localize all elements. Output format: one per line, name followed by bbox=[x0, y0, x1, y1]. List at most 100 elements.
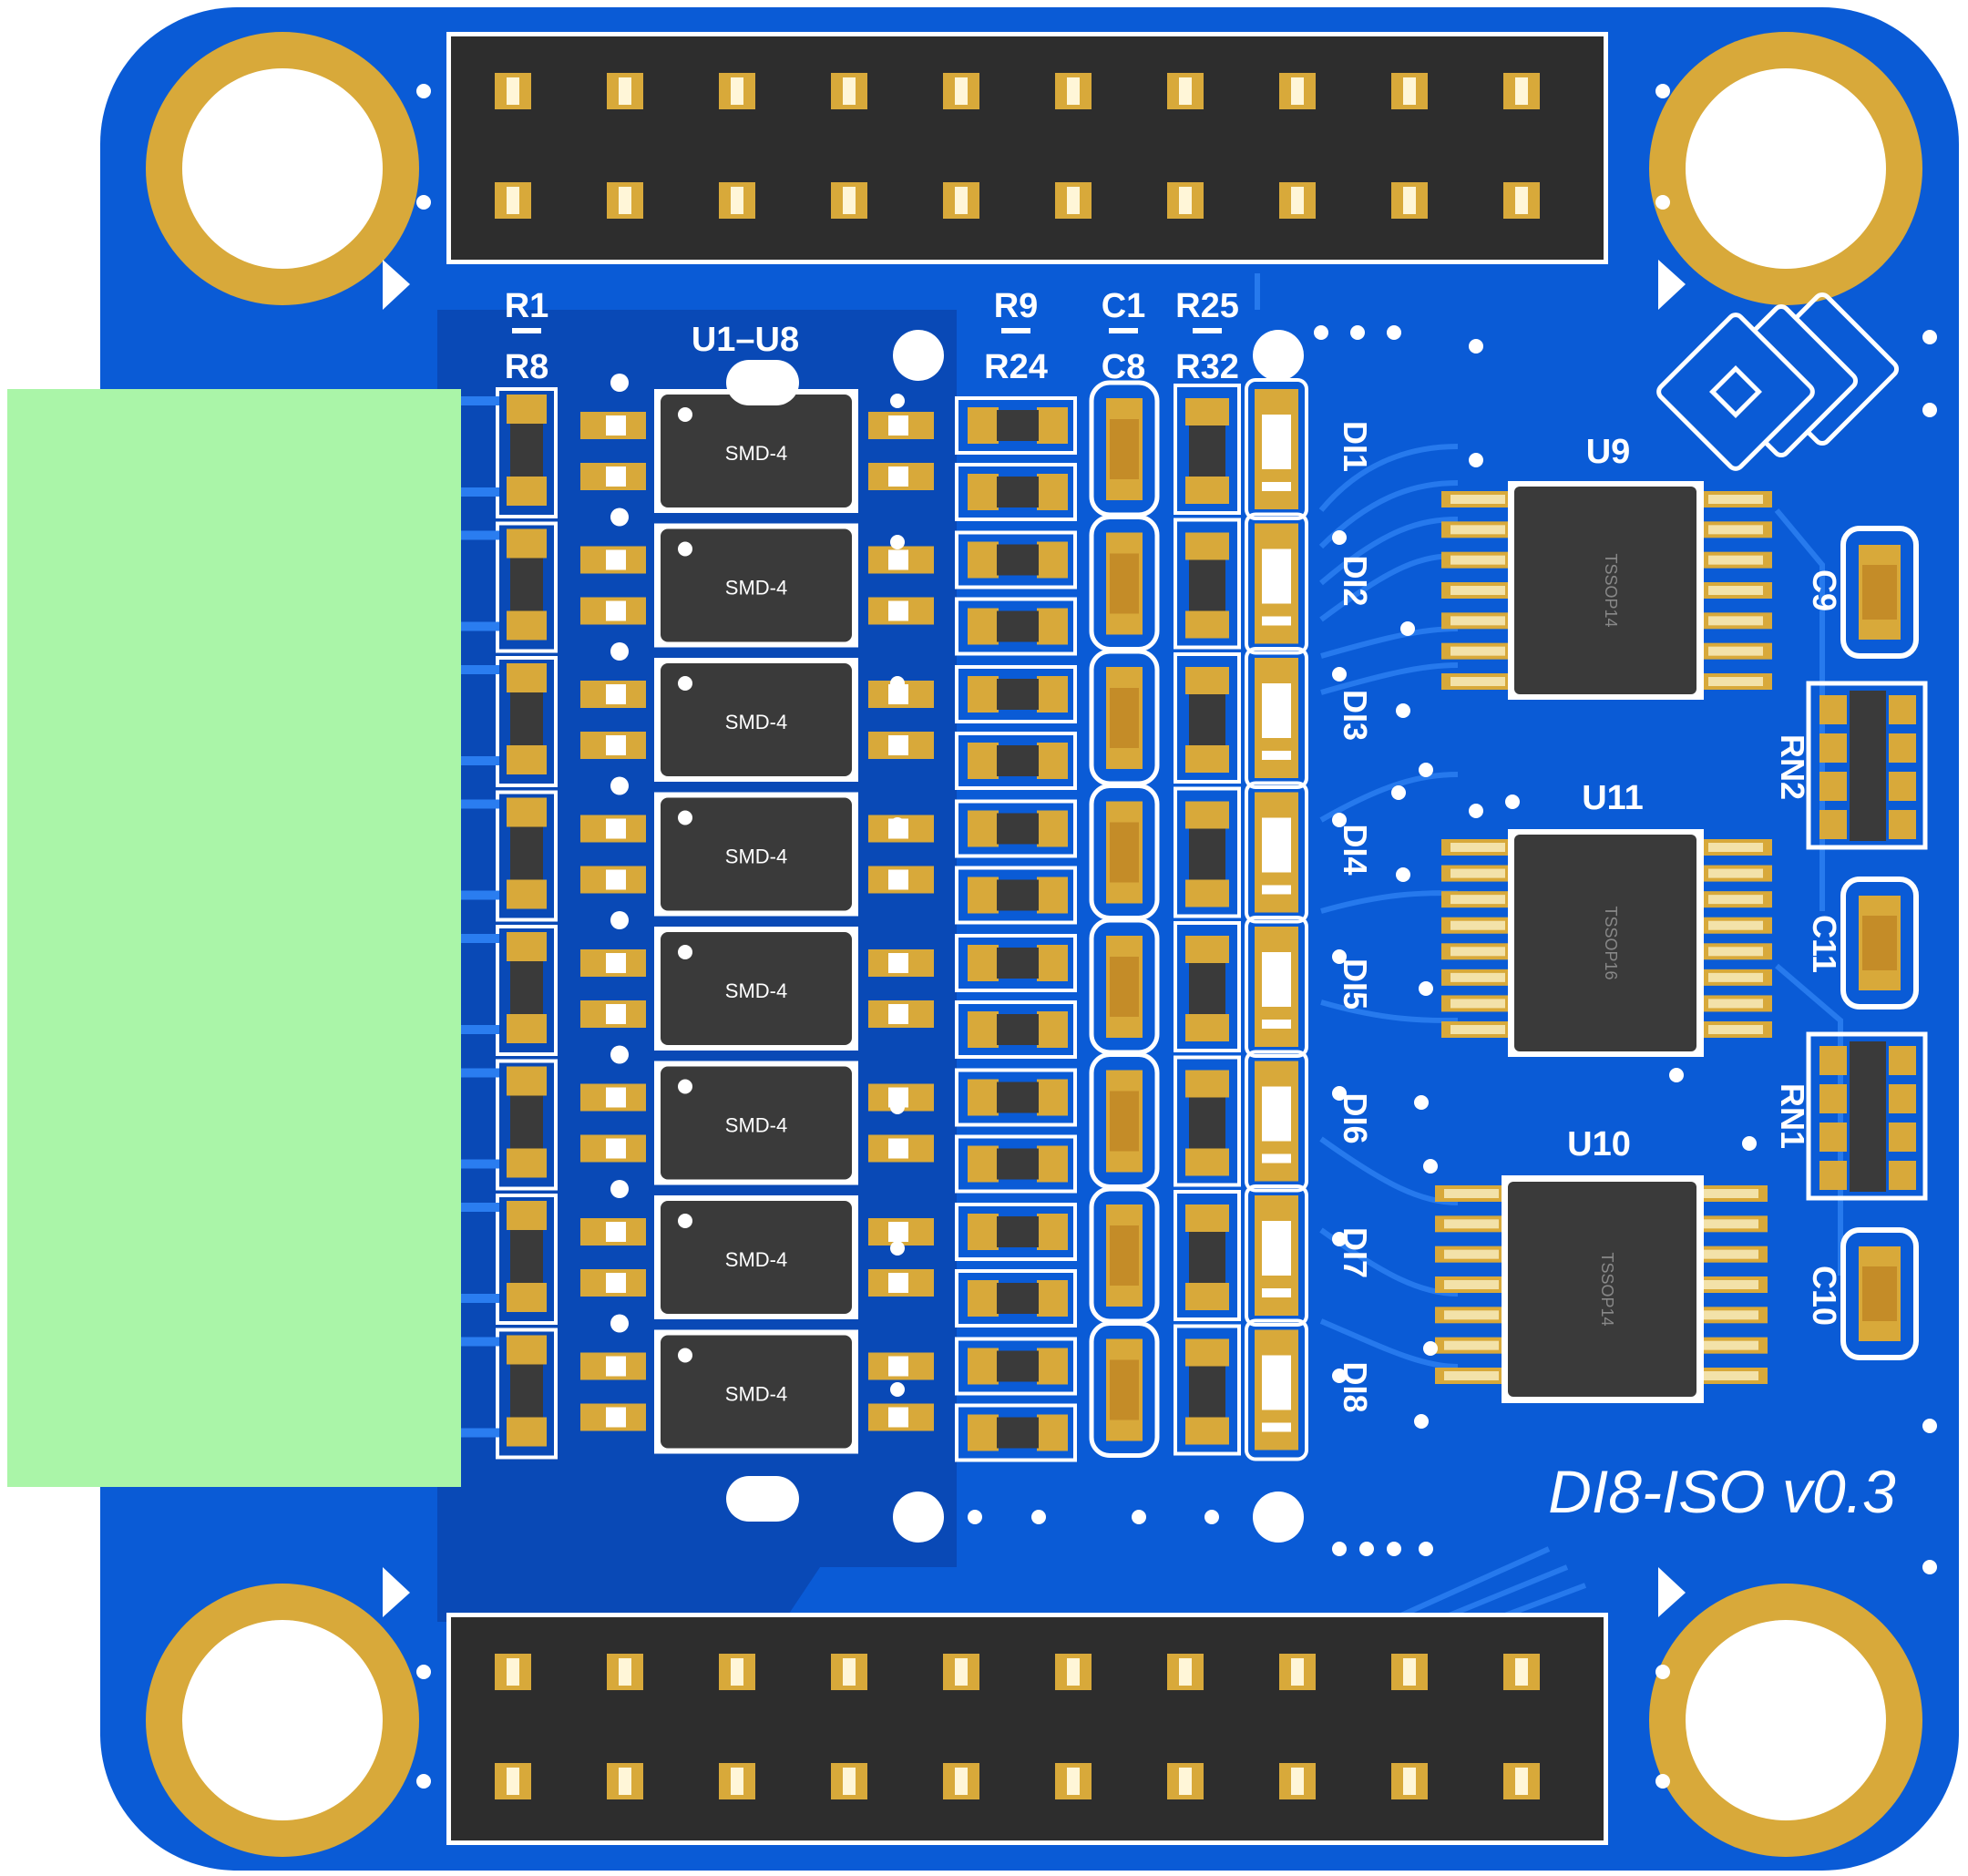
via bbox=[1469, 339, 1483, 354]
header-pin bbox=[495, 182, 531, 219]
optocoupler-package: SMD-4 bbox=[725, 577, 787, 600]
via bbox=[890, 394, 905, 408]
via bbox=[890, 535, 905, 549]
cap-c9: C9 bbox=[1806, 526, 1919, 659]
via bbox=[890, 959, 905, 973]
via bbox=[1419, 981, 1433, 996]
via bbox=[1922, 1560, 1937, 1574]
via bbox=[890, 1100, 905, 1114]
via bbox=[1742, 1136, 1757, 1151]
via bbox=[1419, 763, 1433, 777]
input-label: DI6 bbox=[1337, 1092, 1374, 1143]
label-u11: U11 bbox=[1582, 779, 1644, 817]
input-channel: SMD-4 DI2 bbox=[461, 507, 1374, 656]
header-pin bbox=[495, 1763, 531, 1799]
via bbox=[1419, 1542, 1433, 1556]
header-pin bbox=[1391, 1763, 1428, 1799]
via bbox=[890, 817, 905, 832]
via bbox=[1332, 949, 1347, 964]
via bbox=[1359, 1542, 1374, 1556]
header-pin bbox=[1055, 73, 1092, 109]
label-u9: U9 bbox=[1586, 433, 1631, 471]
header-pin bbox=[943, 182, 979, 219]
input-channel: SMD-4 DI5 bbox=[461, 911, 1374, 1059]
header-pin bbox=[719, 1763, 755, 1799]
via bbox=[1387, 325, 1401, 340]
via bbox=[1400, 621, 1415, 636]
header-pin bbox=[607, 73, 643, 109]
u9-package: TSSOP14 bbox=[1602, 553, 1620, 627]
header-pin bbox=[1503, 1654, 1540, 1690]
header-pin bbox=[607, 1763, 643, 1799]
header-pin bbox=[943, 1763, 979, 1799]
via bbox=[1132, 1510, 1146, 1524]
header-pin bbox=[1279, 1763, 1316, 1799]
header-pin bbox=[1055, 182, 1092, 219]
header-pin bbox=[1391, 1654, 1428, 1690]
via bbox=[416, 84, 431, 98]
via bbox=[1655, 1665, 1670, 1679]
optocoupler-package: SMD-4 bbox=[725, 979, 787, 1002]
header-pin bbox=[607, 1654, 643, 1690]
resnet-rn1: RN1 bbox=[1774, 1031, 1928, 1201]
label-u10: U10 bbox=[1567, 1125, 1631, 1164]
header-pin bbox=[943, 73, 979, 109]
header-pin bbox=[1503, 1763, 1540, 1799]
input-label: DI5 bbox=[1337, 959, 1374, 1010]
ic-u10: TSSOP14 U10 bbox=[1435, 1125, 1768, 1403]
input-label: DI1 bbox=[1337, 421, 1374, 472]
via bbox=[890, 1382, 905, 1397]
via bbox=[1332, 1232, 1347, 1246]
via bbox=[1396, 703, 1410, 718]
header-pin bbox=[495, 1654, 531, 1690]
via bbox=[890, 676, 905, 691]
label-c10: C10 bbox=[1806, 1266, 1843, 1326]
header-pin bbox=[1503, 182, 1540, 219]
via bbox=[1655, 1774, 1670, 1789]
header-pin bbox=[607, 182, 643, 219]
input-channel: SMD-4 DI6 bbox=[461, 1045, 1374, 1194]
input-label: DI2 bbox=[1337, 555, 1374, 606]
via bbox=[1332, 1369, 1347, 1383]
terminal-block bbox=[7, 389, 461, 1487]
label-r24: R24 bbox=[984, 348, 1048, 386]
header-pin bbox=[1167, 182, 1204, 219]
input-label: DI4 bbox=[1337, 824, 1374, 875]
label-r8: R8 bbox=[505, 348, 549, 386]
vias bbox=[416, 84, 1937, 1789]
silkscreen-top-labels: R1 R8 U1–U8 R9 R24 C1 C8 R25 R32 bbox=[505, 287, 1239, 386]
header-pin bbox=[1391, 182, 1428, 219]
label-r1: R1 bbox=[505, 287, 549, 325]
optocoupler-package: SMD-4 bbox=[725, 846, 787, 868]
header-pin bbox=[719, 182, 755, 219]
gpio-header-bottom bbox=[446, 1613, 1608, 1845]
via bbox=[1332, 813, 1347, 827]
via bbox=[1655, 84, 1670, 98]
header-pin bbox=[831, 1654, 867, 1690]
mounting-holes bbox=[146, 32, 1922, 1857]
via bbox=[1332, 667, 1347, 682]
header-pin bbox=[719, 73, 755, 109]
u11-package: TSSOP16 bbox=[1602, 906, 1620, 979]
via bbox=[890, 1241, 905, 1256]
ic-u9: TSSOP14 U9 bbox=[1441, 433, 1772, 700]
input-channel: SMD-4 DI4 bbox=[461, 776, 1374, 925]
header-pin bbox=[831, 1763, 867, 1799]
label-rn1: RN1 bbox=[1774, 1083, 1811, 1149]
via bbox=[1396, 867, 1410, 882]
gpio-header-top bbox=[446, 32, 1608, 264]
via bbox=[1922, 403, 1937, 417]
cap-c11: C11 bbox=[1806, 876, 1919, 1010]
label-r25: R25 bbox=[1175, 287, 1239, 325]
via bbox=[1332, 530, 1347, 545]
header-pin bbox=[1503, 73, 1540, 109]
optocoupler-package: SMD-4 bbox=[725, 1114, 787, 1137]
header-pin bbox=[1055, 1763, 1092, 1799]
input-label: DI3 bbox=[1337, 690, 1374, 741]
via bbox=[1204, 1510, 1219, 1524]
tooling-holes bbox=[726, 330, 1304, 1543]
via bbox=[1669, 1068, 1684, 1082]
header-pin bbox=[1391, 73, 1428, 109]
via bbox=[1505, 794, 1520, 809]
